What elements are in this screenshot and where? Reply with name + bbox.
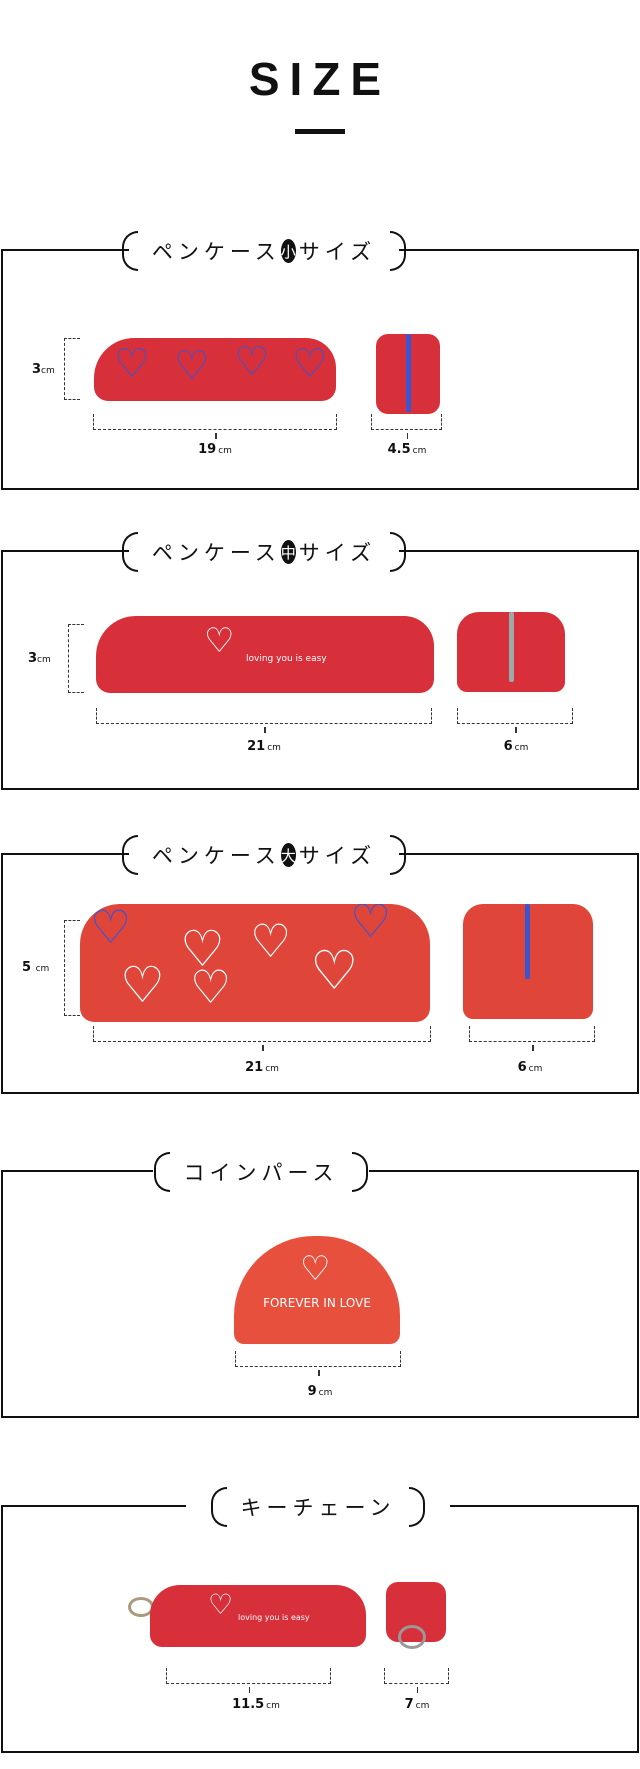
heart-print-icon: ♡ <box>180 920 225 978</box>
print-text: FOREVER IN LOVE <box>263 1296 371 1310</box>
depth-dimension <box>371 414 442 439</box>
height-label: 3cm <box>32 362 55 377</box>
section-pencase-large: ペンケース 大 サイズ <box>1 833 639 1094</box>
section-header: ペンケース 大 サイズ <box>121 833 407 877</box>
pencase-medium-side-image <box>457 612 565 692</box>
left-bracket <box>121 532 138 572</box>
pencase-large-side-image <box>463 904 593 1019</box>
size-badge: 大 <box>280 843 296 867</box>
length-dimension <box>235 1351 401 1376</box>
heart-print-icon: ♡ <box>350 904 392 948</box>
heart-print-icon: ♡ <box>234 339 270 385</box>
zipper-icon <box>509 612 514 682</box>
section-title: キーチェーン <box>240 1496 396 1520</box>
height-label: 5 cm <box>22 960 50 975</box>
section-coin-purse: コインパース <box>1 1150 639 1418</box>
right-bracket <box>352 1152 369 1192</box>
length-dimension <box>96 708 432 733</box>
pencase-small-front-image: ♡ ♡ ♡ ♡ <box>94 338 336 401</box>
left-bracket <box>210 1487 227 1527</box>
section-header: ペンケース 小 サイズ <box>121 229 407 273</box>
section-title-suffix: サイズ <box>298 240 377 264</box>
depth-dimension <box>457 708 573 733</box>
heart-logo-icon: ♡ <box>300 1249 331 1289</box>
heart-print-icon: ♡ <box>190 960 232 1014</box>
section-title: ペンケース <box>151 240 281 264</box>
section-title: ペンケース <box>151 844 281 868</box>
height-dimension <box>64 338 80 400</box>
section-title: コインパース <box>183 1161 339 1185</box>
height-dimension <box>68 624 84 693</box>
zipper-icon <box>406 334 411 412</box>
section-pencase-medium: ペンケース 中 サイズ <box>1 530 639 790</box>
print-text: loving you is easy <box>246 654 327 664</box>
heart-logo-icon: ♡ <box>208 1588 234 1621</box>
right-bracket <box>390 532 407 572</box>
pencase-medium-front-image: ♡ loving you is easy <box>96 616 434 693</box>
right-bracket <box>390 231 407 271</box>
heart-print-icon: ♡ <box>120 956 165 1014</box>
right-bracket <box>390 835 407 875</box>
section-header: キーチェーン <box>186 1485 450 1529</box>
heart-print-icon: ♡ <box>310 939 359 1002</box>
height-dimension <box>64 920 80 1016</box>
section-title-suffix: サイズ <box>298 541 377 565</box>
pencase-small-side-image <box>376 334 440 414</box>
keychain-front-image: ♡ loving you is easy <box>150 1585 366 1647</box>
height-label: 3cm <box>28 651 51 666</box>
section-header: ペンケース 中 サイズ <box>121 530 407 574</box>
length-dimension <box>93 414 337 439</box>
left-bracket <box>121 231 138 271</box>
heart-print-icon: ♡ <box>90 904 132 954</box>
size-badge: 小 <box>280 239 296 263</box>
heart-print-icon: ♡ <box>250 914 292 968</box>
section-title: ペンケース <box>151 541 281 565</box>
length-dimension <box>166 1668 331 1693</box>
heart-print-icon: ♡ <box>174 343 210 389</box>
print-text: loving you is easy <box>238 1613 310 1622</box>
heart-print-icon: ♡ <box>114 341 150 387</box>
right-bracket <box>409 1487 426 1527</box>
page-title: SIZE <box>248 53 392 105</box>
depth-dimension <box>384 1668 449 1693</box>
left-bracket <box>121 835 138 875</box>
pencase-large-front-image: ♡ ♡ ♡ ♡ ♡ ♡ ♡ <box>80 904 430 1022</box>
heart-logo-icon: ♡ <box>204 621 235 661</box>
left-bracket <box>153 1152 170 1192</box>
section-pencase-small: ペンケース 小 サイズ <box>1 229 639 490</box>
section-title-suffix: サイズ <box>298 844 377 868</box>
title-underline <box>295 129 345 134</box>
zipper-icon <box>525 904 530 979</box>
section-keychain: キーチェーン <box>1 1485 639 1753</box>
heart-print-icon: ♡ <box>292 341 328 387</box>
length-dimension <box>93 1026 431 1051</box>
key-ring-icon <box>398 1625 426 1649</box>
size-badge: 中 <box>280 540 296 564</box>
depth-dimension <box>469 1026 595 1051</box>
section-header: コインパース <box>153 1150 369 1194</box>
